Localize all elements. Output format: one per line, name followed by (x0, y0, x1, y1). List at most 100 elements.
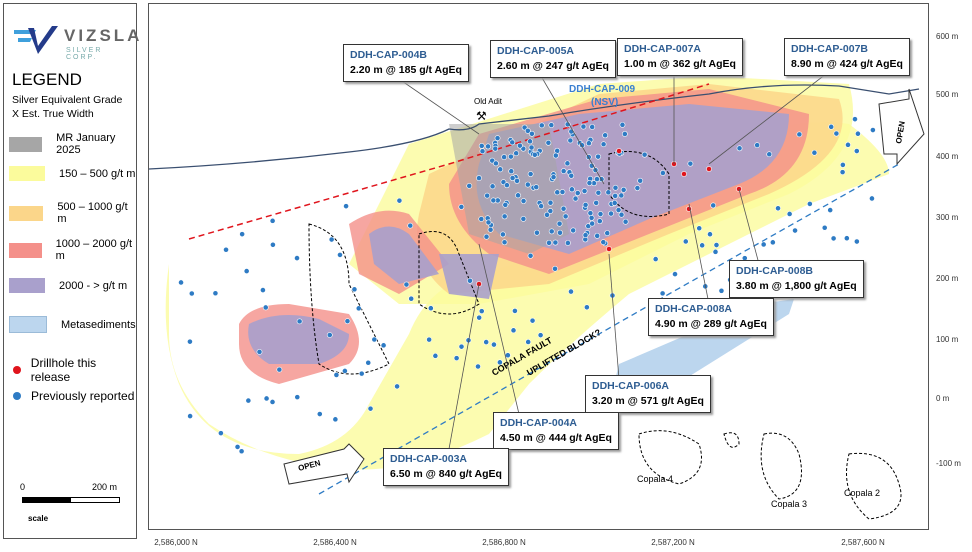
drillhole-point (594, 232, 601, 239)
legend-label: 150 – 500 g/t m (59, 167, 136, 180)
scale-label: scale (28, 514, 49, 523)
elev-tick: 600 m (936, 32, 959, 41)
drillhole-point (380, 342, 387, 349)
drillhole-point (355, 305, 362, 312)
legend-subtitle-1: Silver Equivalent Grade (12, 94, 123, 106)
drillhole-point (712, 248, 719, 255)
drillhole-point (484, 192, 491, 199)
drillhole-point (479, 148, 486, 155)
drillhole-point (672, 271, 678, 277)
legend-panel: VIZSLA SILVER CORP. LEGEND Silver Equiva… (3, 3, 139, 539)
drillhole-point (608, 210, 614, 217)
drillhole-point (572, 195, 579, 202)
drillhole-point (485, 143, 491, 150)
drillhole-point (845, 141, 851, 148)
callout-value: 2.60 m @ 247 g/t AgEq (497, 60, 609, 72)
drillhole-point (528, 130, 535, 137)
drillhole-point (550, 174, 557, 181)
drillhole-point (188, 290, 195, 297)
drillhole-point (583, 304, 590, 311)
drillhole-point (458, 204, 465, 210)
drillhole-point (489, 183, 496, 190)
legend-item-mr: MR January 2025 (9, 132, 136, 156)
legend-item-500-1000: 500 – 1000 g/t m (9, 201, 136, 225)
drillhole-point (426, 336, 433, 343)
elev-tick: 200 m (936, 274, 959, 283)
drillhole-point (589, 220, 596, 227)
elev-tick: -100 m (936, 459, 961, 468)
drillhole-point (622, 218, 629, 225)
drillhole-point (501, 154, 508, 160)
drillhole-point (556, 220, 563, 227)
drillhole-point (534, 229, 540, 236)
drillhole-point (509, 139, 516, 146)
drillhole-point (557, 229, 563, 236)
drillhole-point (546, 239, 552, 246)
drillhole-point (296, 318, 303, 325)
elev-tick: 100 m (936, 335, 959, 344)
drillhole-point (504, 182, 510, 189)
legend-item-metasediments: Metasediments (9, 316, 136, 333)
drillhole-point (569, 186, 575, 193)
drillhole-point (580, 123, 587, 130)
old-adit-icon: ⚒ (476, 109, 487, 123)
drillhole-point (596, 218, 603, 225)
northing-tick: 2,586,000 N (154, 538, 198, 547)
logo-check-icon (14, 26, 58, 54)
drillhole-point (496, 359, 503, 366)
drillhole-point (796, 131, 803, 138)
drillhole-point (544, 211, 550, 218)
drillhole-point (775, 205, 781, 212)
red-dashed-trend (188, 83, 710, 240)
drillhole-point (652, 256, 659, 262)
legend-title: LEGEND (12, 70, 82, 89)
drillhole-point (467, 277, 473, 284)
drillhole-point (351, 286, 358, 293)
drillhole-point (515, 192, 521, 199)
drillhole-point (528, 144, 535, 151)
drillhole-point (256, 348, 263, 355)
drillhole-point (616, 148, 622, 154)
svg-text:OPEN: OPEN (894, 120, 907, 144)
drillhole-point (766, 151, 773, 158)
drillhole-point (545, 139, 552, 146)
logo-sub: SILVER CORP. (66, 47, 103, 61)
drillhole-point (588, 214, 595, 221)
drillhole-point (686, 206, 692, 212)
drillhole-point (562, 213, 569, 220)
zone-mr (449, 124, 569, 254)
drillhole-point (552, 239, 559, 246)
legend-label: MR January 2025 (56, 132, 116, 156)
callout-id: DDH-CAP-005A (497, 45, 575, 57)
grade-zones (165, 76, 889, 470)
drillhole-point (853, 238, 860, 245)
drillhole-point (525, 339, 532, 345)
drillhole-point (600, 141, 607, 148)
drillhole-point (234, 444, 241, 450)
ddh009-label: DDH-CAP-009 (569, 84, 636, 95)
drillhole-point (853, 148, 860, 154)
drillhole-point (513, 150, 520, 157)
callout-id: DDH-CAP-006A (592, 380, 670, 392)
drillhole-point (520, 198, 527, 204)
drillhole-point (533, 184, 540, 191)
drillhole-point (367, 405, 374, 412)
drillhole-point (531, 151, 538, 158)
drillhole-point (606, 246, 612, 252)
drillhole-point (619, 121, 626, 128)
drillhole-point (476, 175, 482, 181)
legend-item-2000: 2000 - > g/t m (9, 278, 127, 293)
drillhole-point (487, 226, 494, 233)
drillhole-point (527, 171, 534, 177)
callout-value: 8.90 m @ 424 g/t AgEq (791, 58, 903, 70)
drillhole-point (736, 145, 743, 152)
vizsla-logo: VIZSLA SILVER CORP. (14, 24, 139, 61)
callout-id: DDH-CAP-004B (350, 49, 428, 61)
callout-value: 4.50 m @ 444 g/t AgEq (500, 432, 612, 444)
drillhole-point (217, 430, 224, 437)
drillhole-point (586, 180, 593, 186)
callout-id: DDH-CAP-007B (791, 43, 869, 55)
drillhole-point (547, 199, 554, 206)
callout-ddh-cap-007b: DDH-CAP-007B 8.90 m @ 424 g/t AgEq (784, 38, 910, 76)
drillhole-point (637, 177, 644, 184)
